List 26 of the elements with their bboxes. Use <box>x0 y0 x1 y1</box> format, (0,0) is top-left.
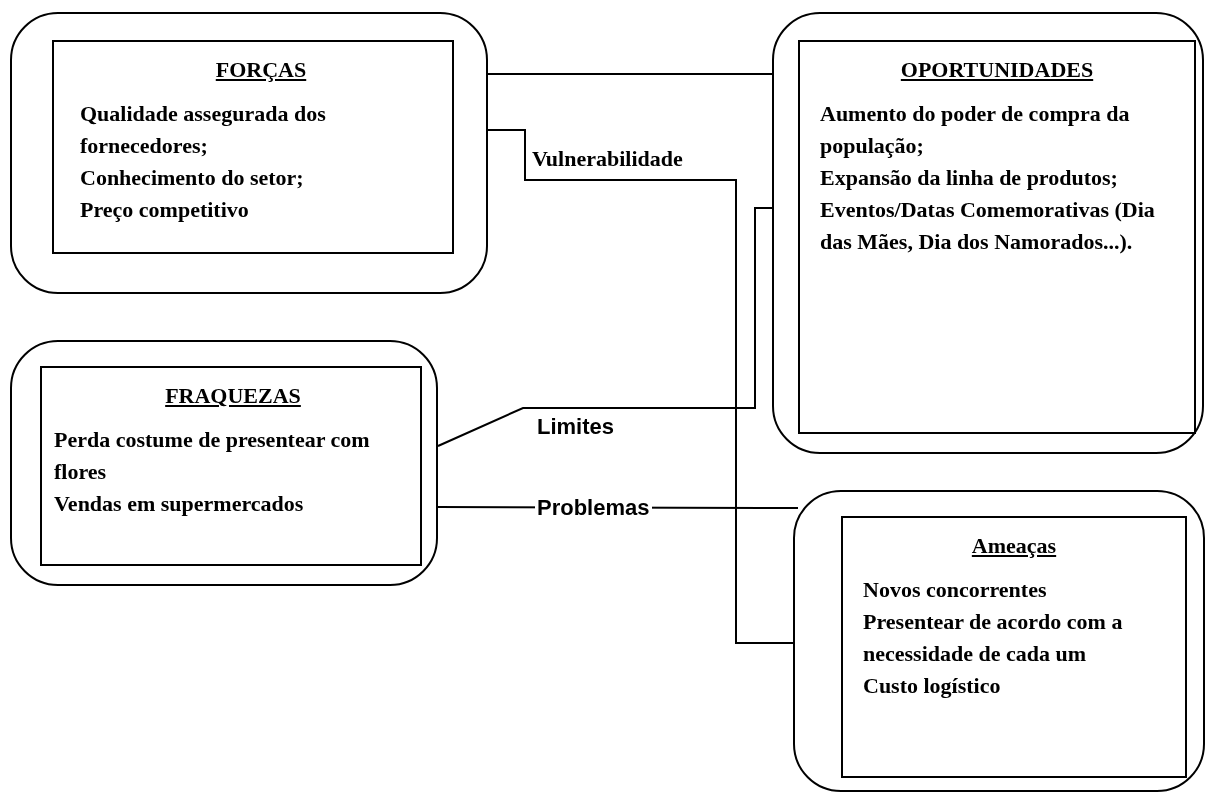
rounded-box <box>10 12 488 294</box>
rounded-box <box>793 490 1205 792</box>
list-item-text: Aumento do poder de compra da população; <box>820 100 1131 160</box>
list-item-text: Conhecimento do setor; <box>80 164 305 192</box>
list-item-text: Preço competitivo <box>80 196 250 224</box>
rounded-box <box>10 340 438 586</box>
list-item-text: Novos concorrentes <box>863 576 1048 604</box>
list-item-text: Presentear de acordo com a necessidade de cada um <box>863 608 1124 668</box>
list-item-text: Custo logístico <box>863 672 1002 700</box>
list-item-text: Vendas em supermercados <box>54 490 305 518</box>
list-item-text: Qualidade assegurada dos fornecedores; <box>80 100 327 160</box>
heading: FORÇAS <box>214 56 308 84</box>
heading: Ameaças <box>970 532 1058 560</box>
heading: OPORTUNIDADES <box>899 56 1095 84</box>
connector-line <box>487 73 773 75</box>
text-box <box>40 366 422 566</box>
connector-line <box>487 129 794 644</box>
connector-line <box>437 207 773 447</box>
text-box <box>798 40 1196 434</box>
list-item-text: Perda costume de presentear com flores <box>54 426 371 486</box>
rounded-box <box>772 12 1204 454</box>
text-box <box>841 516 1187 778</box>
list-item-text: Eventos/Datas Comemorativas (Dia das Mães, Dia dos Namorados...). <box>820 196 1156 256</box>
list-item-text: Expansão da linha de produtos; <box>820 164 1119 192</box>
text-box <box>52 40 454 254</box>
heading: FRAQUEZAS <box>164 382 302 410</box>
